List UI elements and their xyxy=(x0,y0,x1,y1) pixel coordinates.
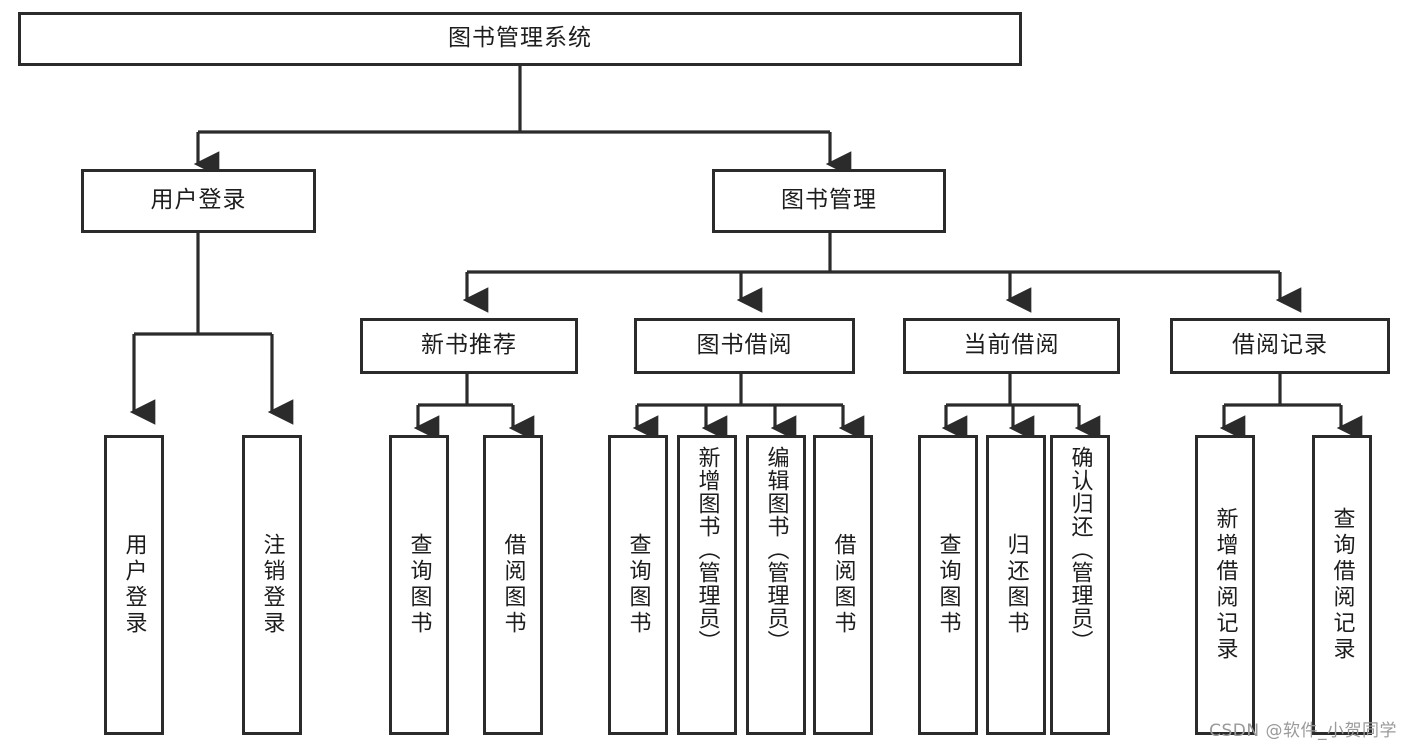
node-label: 注销登录 xyxy=(259,533,285,637)
node-new-book-recommend[interactable]: 新书推荐 xyxy=(360,318,578,374)
node-label: 新书推荐 xyxy=(421,332,517,359)
leaf-user-login[interactable]: 用户登录 xyxy=(104,435,164,735)
node-label: 图书借阅 xyxy=(696,332,793,359)
node-label: 用户登录 xyxy=(150,187,247,214)
node-user-login[interactable]: 用户登录 xyxy=(81,169,316,233)
node-label: 图书管理 xyxy=(781,187,877,214)
leaf-edit-book-admin[interactable]: 编辑图书（管理员） xyxy=(746,435,806,735)
leaf-return-book[interactable]: 归还图书 xyxy=(986,435,1046,735)
leaf-borrow-book-recommend[interactable]: 借阅图书 xyxy=(483,435,543,735)
leaf-query-book-current[interactable]: 查询图书 xyxy=(918,435,978,735)
node-label: 归还图书 xyxy=(1003,533,1029,637)
node-label: 借阅记录 xyxy=(1232,332,1328,359)
leaf-query-book-borrow[interactable]: 查询图书 xyxy=(608,435,668,735)
leaf-query-book-recommend[interactable]: 查询图书 xyxy=(389,435,449,735)
node-label: 用户登录 xyxy=(121,533,147,637)
leaf-add-borrow-record[interactable]: 新增借阅记录 xyxy=(1195,435,1255,735)
node-label: 查询借阅记录 xyxy=(1329,507,1355,663)
leaf-borrow-book[interactable]: 借阅图书 xyxy=(813,435,873,735)
node-label: 借阅图书 xyxy=(500,533,526,637)
watermark-text: CSDN @软件_小贺同学 xyxy=(1209,721,1397,741)
node-label: 当前借阅 xyxy=(963,332,1060,359)
node-label: 借阅图书 xyxy=(830,533,856,637)
node-root-book-management-system[interactable]: 图书管理系统 xyxy=(18,12,1022,66)
node-current-borrow[interactable]: 当前借阅 xyxy=(903,318,1120,374)
node-label: 查询图书 xyxy=(406,533,432,637)
node-label: 编辑图书（管理员） xyxy=(763,446,789,653)
leaf-query-borrow-record[interactable]: 查询借阅记录 xyxy=(1312,435,1372,735)
leaf-add-book-admin[interactable]: 新增图书（管理员） xyxy=(677,435,737,735)
node-label: 新增图书（管理员） xyxy=(694,446,720,653)
node-book-borrow[interactable]: 图书借阅 xyxy=(634,318,855,374)
node-borrow-record[interactable]: 借阅记录 xyxy=(1170,318,1390,374)
node-label: 确认归还（管理员） xyxy=(1067,446,1093,653)
leaf-logout-login[interactable]: 注销登录 xyxy=(242,435,302,735)
node-label: 新增借阅记录 xyxy=(1212,507,1238,663)
node-label: 查询图书 xyxy=(935,533,961,637)
node-label: 图书管理系统 xyxy=(448,25,592,52)
node-book-management[interactable]: 图书管理 xyxy=(712,169,946,233)
leaf-confirm-return-admin[interactable]: 确认归还（管理员） xyxy=(1050,435,1110,735)
node-label: 查询图书 xyxy=(625,533,651,637)
